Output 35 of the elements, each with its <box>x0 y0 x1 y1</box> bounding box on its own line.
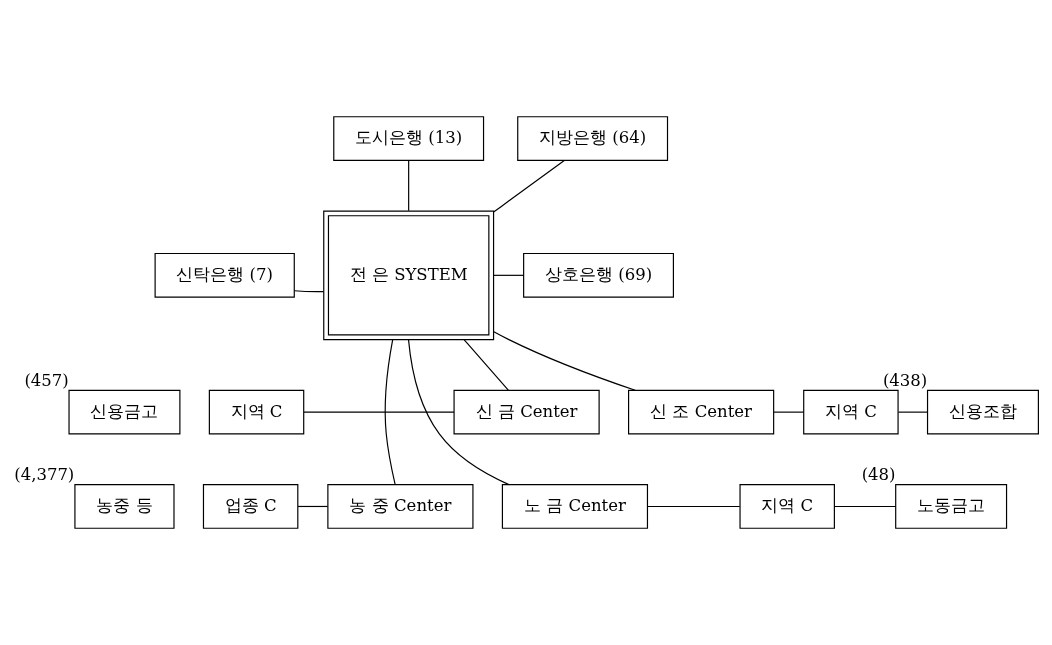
connector <box>773 411 805 413</box>
node-box: 상호은행 (69) <box>523 252 674 298</box>
connector <box>646 505 741 508</box>
node-box: 신 조 Center <box>628 389 775 435</box>
node-box: 신탁은행 (7) <box>154 252 295 298</box>
node-box: 지역 C <box>208 389 305 435</box>
connector <box>408 160 410 212</box>
node-box: 신용금고 <box>68 389 181 435</box>
node-box: 도시은행 (13) <box>333 116 485 161</box>
connector <box>493 274 525 276</box>
node-label: (4,377) <box>14 465 75 485</box>
node-box: 노 금 Center <box>501 484 649 529</box>
node-box: 농중 등 <box>74 484 175 529</box>
node-box: 지역 C <box>739 484 835 529</box>
node-box: 노동금고 <box>895 484 1008 529</box>
connector <box>293 290 324 293</box>
node-label: (457) <box>24 370 69 390</box>
node-box: 지역 C <box>803 389 899 435</box>
connector <box>493 331 636 391</box>
node-box: 전 은 SYSTEM <box>323 210 495 341</box>
connector <box>463 339 510 391</box>
node-box: 업종 C <box>202 484 299 529</box>
connector <box>384 339 396 486</box>
connector <box>834 505 897 508</box>
connector <box>303 411 455 413</box>
node-box: 농 중 Center <box>327 484 474 529</box>
node-label: (48) <box>861 465 896 485</box>
node-box: 신 금 Center <box>453 389 600 435</box>
connector <box>297 505 329 508</box>
connector <box>897 411 929 413</box>
node-label: (438) <box>882 370 928 390</box>
node-box: 신용조합 <box>926 389 1039 435</box>
connector <box>407 339 510 486</box>
connector <box>493 159 565 213</box>
node-box: 지방은행 (64) <box>517 116 669 161</box>
